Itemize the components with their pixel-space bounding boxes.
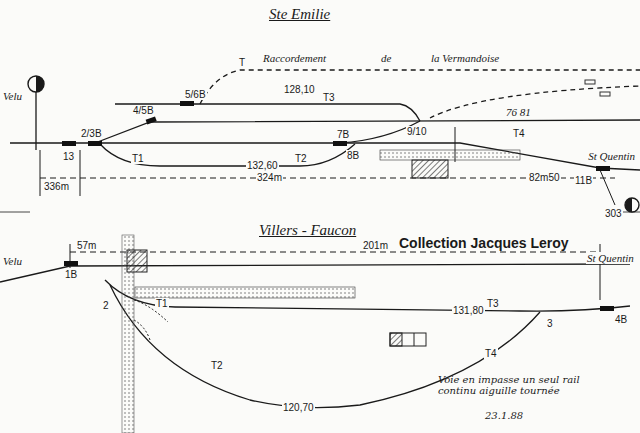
switch-number: 1B — [64, 269, 78, 280]
switch-marker — [600, 306, 614, 311]
dimension: 324m — [256, 172, 283, 183]
switch-marker — [88, 141, 102, 146]
dashed-connection — [430, 86, 640, 118]
switch-number: 13 — [62, 151, 75, 162]
callout-number: T2 — [210, 360, 224, 371]
dashed-connection — [200, 70, 640, 104]
symbols-bottom — [64, 235, 614, 433]
switch-number: 2/3B — [80, 128, 103, 139]
station-direction: St Quentin — [587, 150, 636, 162]
building — [414, 333, 415, 346]
connection-label: Raccordement — [262, 52, 327, 64]
tracks-top — [0, 70, 640, 212]
station-direction: Velu — [2, 255, 23, 267]
watermark: Collection Jacques Leroy — [398, 236, 570, 251]
dimension-tick — [40, 150, 41, 196]
switch-marker — [596, 166, 610, 171]
signal-post — [35, 92, 36, 150]
switch-number: 4B — [614, 314, 628, 325]
switch-number: 11B — [574, 175, 593, 186]
building — [127, 250, 147, 272]
track-length: 120,70 — [282, 402, 315, 413]
track-length: 132,60 — [246, 160, 279, 171]
diagram-title: Ste Emilie — [268, 6, 331, 23]
switch-marker — [62, 141, 76, 146]
dimension-line — [70, 252, 600, 253]
signal-symbol — [36, 76, 44, 92]
track-length: 76 81 — [505, 106, 532, 118]
switch-number: 8B — [346, 150, 360, 161]
dimension: 336m — [43, 181, 70, 192]
track — [95, 120, 640, 143]
building — [390, 333, 402, 346]
loop-track — [100, 144, 355, 166]
road-edge — [134, 320, 150, 340]
tracks-bottom — [0, 244, 630, 408]
diagram-title: Villers - Faucon — [258, 222, 357, 239]
callout-number: T — [238, 57, 246, 68]
siding-track — [115, 104, 420, 121]
dimension: 82m50 — [528, 172, 561, 183]
switch-number: 7B — [336, 129, 350, 140]
callout-number: T3 — [322, 92, 336, 103]
station-direction: Velu — [2, 90, 23, 102]
switch-number: 2 — [102, 300, 110, 311]
dimension-tick — [80, 150, 81, 196]
callout-number: T1 — [155, 298, 169, 309]
track-length: 128,10 — [283, 84, 316, 95]
switch-number: 3 — [546, 318, 554, 329]
dimension-tick — [600, 170, 615, 205]
track-length: 131,80 — [452, 305, 485, 316]
dimension: 57m — [76, 240, 97, 251]
main-track — [10, 143, 640, 170]
building — [412, 160, 448, 178]
platform — [380, 150, 520, 160]
callout-number: T3 — [486, 298, 500, 309]
switch-marker — [64, 261, 78, 266]
building — [390, 333, 426, 346]
switch-marker — [146, 116, 157, 124]
handwritten-date: 23.1.88 — [484, 410, 636, 421]
small-marker — [585, 80, 595, 84]
track — [105, 280, 630, 311]
dimension: 201m — [362, 240, 389, 251]
switch-number: 5/6B — [184, 89, 207, 100]
callout-number: T1 — [131, 153, 145, 164]
station-direction: St Quentin — [586, 252, 635, 264]
small-marker — [600, 92, 610, 96]
switch-number: 9/10 — [406, 126, 427, 137]
main-track — [0, 264, 630, 282]
signal-symbol — [28, 76, 44, 92]
rule — [0, 212, 30, 213]
handwritten-note: Voie en impasse un seul rail continu aig… — [437, 374, 589, 396]
switch-number: 4/5B — [132, 105, 155, 116]
dimension: 303 — [604, 208, 623, 219]
connection-label: la Vermandoise — [430, 52, 500, 64]
platform — [135, 287, 355, 298]
switch-marker — [333, 141, 347, 146]
signal-symbol — [625, 198, 639, 212]
callout-number: T4 — [484, 348, 498, 359]
callout-number: T2 — [294, 153, 308, 164]
signal-symbol — [625, 198, 632, 212]
callout-number: T4 — [512, 128, 526, 139]
connection-label: de — [380, 52, 392, 64]
symbols-top — [28, 76, 639, 212]
switch-marker — [180, 101, 194, 106]
